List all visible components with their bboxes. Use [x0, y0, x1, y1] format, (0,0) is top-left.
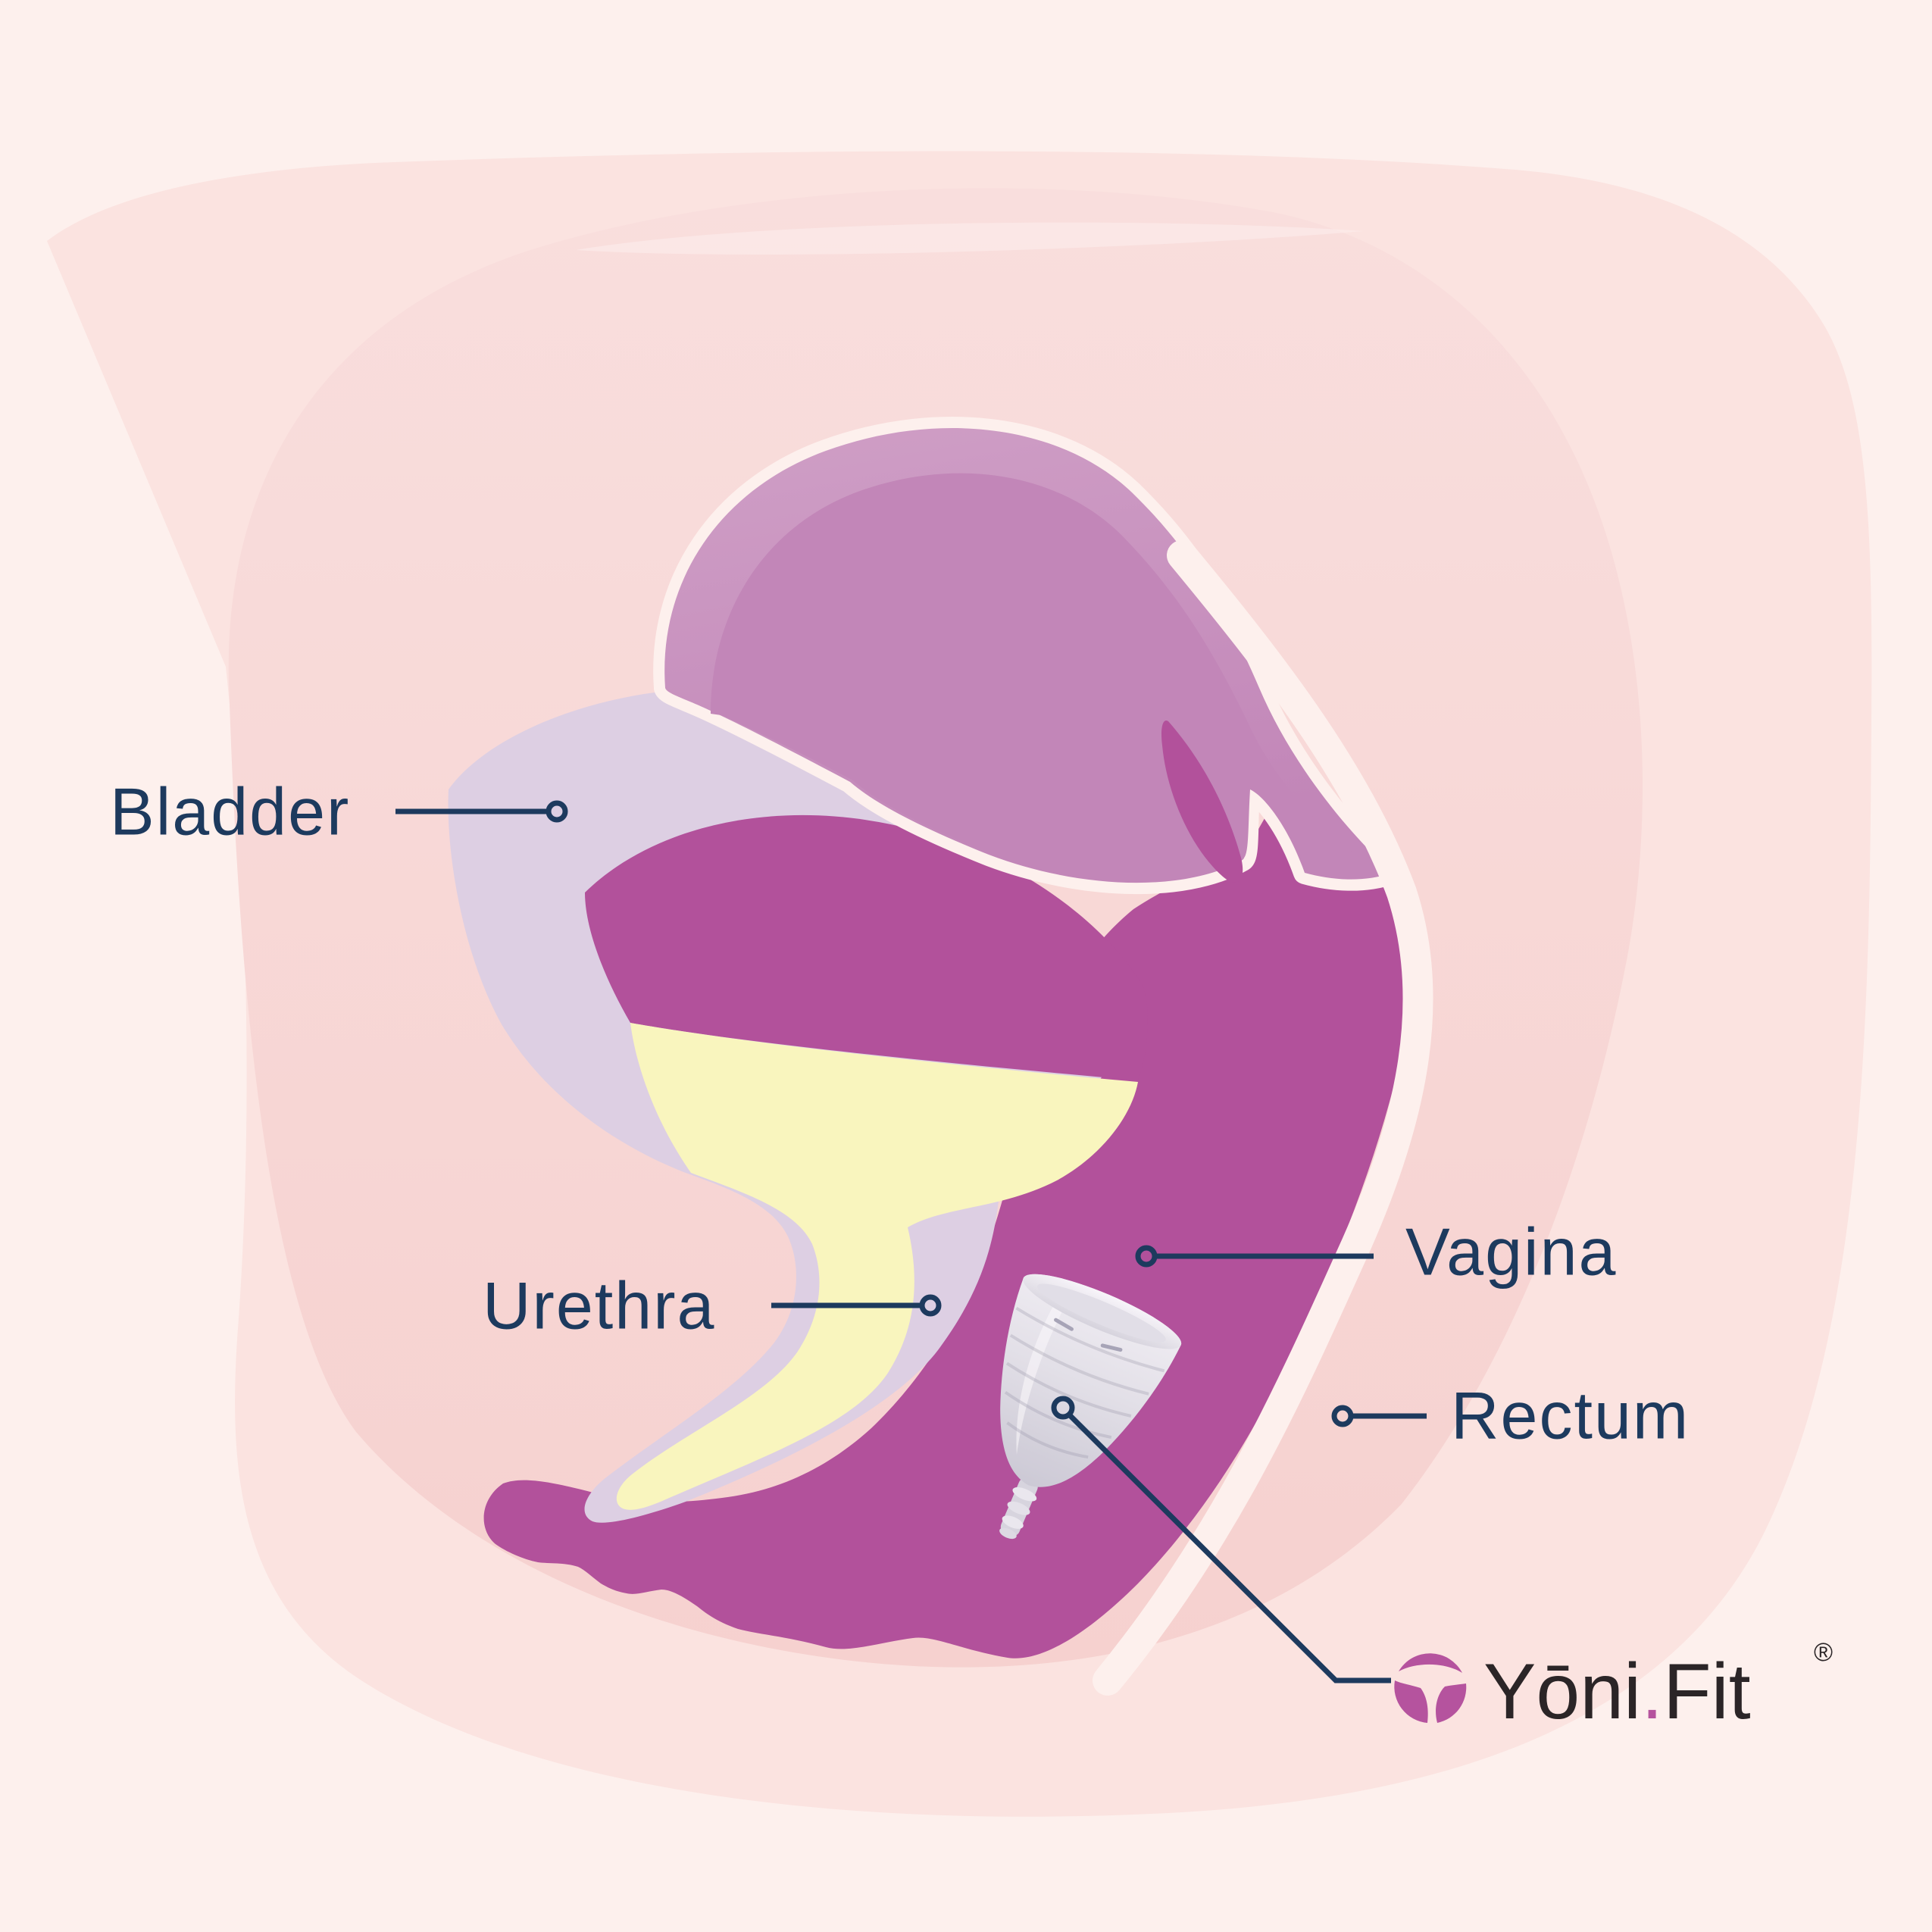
- background-sheen: [576, 222, 1364, 255]
- logo-text-dot: .: [1641, 1648, 1663, 1736]
- bladder-interior-shape: [585, 814, 1148, 1080]
- cup-ridges: [1004, 1306, 1165, 1459]
- menstrual-cup-illustration: [999, 1274, 1182, 1540]
- rectum-callout: [1331, 1405, 1427, 1427]
- vagina-callout: [1135, 1245, 1374, 1268]
- callouts: [395, 800, 1427, 1683]
- cup-callout: [1051, 1396, 1391, 1683]
- tissue-gap-stroke: [1093, 540, 1433, 1696]
- registered-trademark: ®: [1814, 1638, 1833, 1667]
- bladder-callout-dot: [546, 800, 568, 823]
- cup-rim-opening: [1037, 1283, 1166, 1343]
- urine-shape: [616, 1023, 1138, 1510]
- vagina-callout-dot: [1135, 1245, 1158, 1268]
- cup-callout-dot: [1051, 1396, 1075, 1420]
- vagina-label: Vagina: [1405, 1215, 1617, 1290]
- yonifit-logo-text: Yōni.Fit: [1483, 1648, 1751, 1736]
- urethra-callout: [771, 1294, 942, 1317]
- yonifit-y-logo-icon: [1394, 1653, 1467, 1723]
- bladder-callout: [395, 800, 568, 823]
- cup-stem: [999, 1477, 1038, 1540]
- urethra-label: Urethra: [483, 1268, 715, 1343]
- logo-text-fit: Fit: [1663, 1648, 1751, 1736]
- urethra-callout-dot: [919, 1294, 942, 1317]
- bladder-label: Bladder: [110, 774, 350, 849]
- logo-text-yoni: Yōni: [1483, 1648, 1641, 1736]
- cup-callout-line: [1068, 1413, 1391, 1683]
- cup-air-holes: [1054, 1318, 1123, 1352]
- rectum-label: Rectum: [1451, 1378, 1690, 1453]
- uterus-inner-shape: [711, 473, 1383, 880]
- yonifit-logo: Yōni.Fit ®: [1394, 1638, 1833, 1736]
- vaginal-canal-shape: [483, 779, 1408, 1658]
- cup-sheen: [1016, 1303, 1064, 1455]
- rectum-callout-dot: [1331, 1405, 1354, 1427]
- cervical-canal-shape: [1161, 720, 1243, 883]
